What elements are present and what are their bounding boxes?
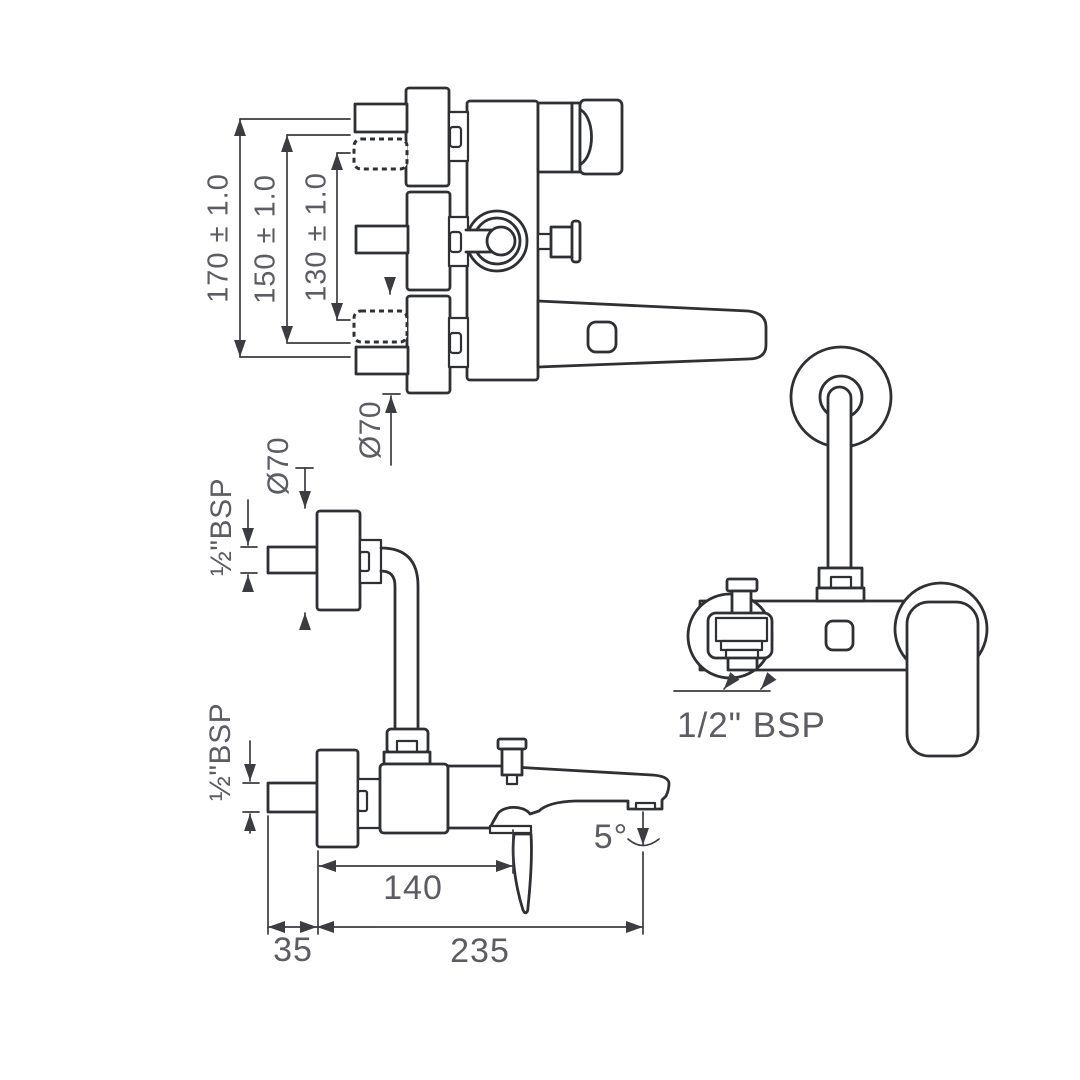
lower-adapter-notch [356, 789, 369, 813]
riser-connector-base [382, 750, 432, 766]
diverter-knob-top-view [536, 219, 582, 264]
top-view-dia70: Ø70 [354, 277, 401, 466]
upper-wall-connection [266, 509, 420, 731]
escutcheon-plate-bottom [405, 294, 452, 395]
spout-front-step2 [719, 639, 764, 652]
lever-handle-front-view [893, 581, 989, 758]
handle-lever-front [905, 600, 980, 758]
outlet-thread-dimension: 1/2" BSP [673, 672, 826, 745]
escutcheon-plate-top [404, 86, 451, 188]
lower-thread-dimension: ½"BSP [204, 703, 260, 834]
mixer-body-side-view [378, 762, 450, 835]
inlet-pipe-dashed-bottom [352, 309, 409, 344]
lower-thread-label: ½"BSP [204, 703, 237, 801]
diverter-stem-front [730, 589, 753, 617]
aerator-detail [634, 801, 657, 811]
upper-inlet-pipe [266, 545, 319, 575]
side-view-drawing: Ø70 ½"BSP ½"BSP 140 5° [204, 437, 671, 970]
top-view-dimensions: 170 ± 1.0 150 ± 1.0 130 ± 1.0 [203, 118, 351, 358]
upper-thread-label: ½"BSP [205, 478, 238, 576]
spout-front-step1 [714, 616, 769, 643]
lever-handle-top-view [536, 98, 624, 176]
upper-escutcheon [315, 509, 362, 612]
riser-pipe-inner [379, 569, 397, 731]
riser-front-view [789, 345, 893, 603]
handshower-outlet-stub [726, 656, 759, 672]
riser-pipe-front [826, 385, 853, 570]
diverter-knob-side-view [496, 737, 528, 786]
outlet-thread-label: 1/2" BSP [677, 706, 826, 745]
connector-bottom-notch [448, 331, 463, 355]
riser-pipe-outer [379, 546, 420, 731]
connector-middle-notch [448, 230, 463, 254]
dim-label-235: 235 [450, 932, 510, 970]
lever-blade-side-view [511, 832, 533, 915]
dia70-label-side-view: Ø70 [262, 437, 295, 495]
baseline-dimensions: 35 235 [267, 815, 644, 970]
inlet-pipe-dashed-top [352, 137, 409, 171]
riser-connector-front-base [815, 586, 866, 603]
dim-label-150: 150 ± 1.0 [250, 174, 282, 304]
dim-label-170: 170 ± 1.0 [203, 173, 235, 303]
lower-escutcheon [315, 748, 360, 849]
dim-label-35: 35 [273, 931, 313, 969]
dim-label-140: 140 [383, 869, 443, 907]
dia70-label-top-view: Ø70 [354, 401, 387, 459]
spout-front-view [686, 577, 774, 680]
connector-top-notch [448, 125, 463, 149]
lower-inlet-pipe [266, 781, 319, 814]
valve-base-plate [488, 824, 533, 835]
side-view-dia70: Ø70 [262, 437, 314, 630]
spout-angle-annotation: 5° [594, 811, 660, 856]
upper-adapter-notch [358, 550, 371, 573]
inlet-pipe-solid-top [353, 102, 409, 134]
diverter-cap-front [725, 577, 759, 593]
upper-thread-dimension: ½"BSP [205, 478, 258, 592]
top-view-drawing: 170 ± 1.0 150 ± 1.0 130 ± 1.0 Ø70 [203, 86, 768, 466]
escutcheon-plate-middle [405, 190, 452, 292]
front-view-drawing: 1/2" BSP [673, 345, 989, 758]
spout-top-view [536, 299, 768, 369]
lower-mixer-side-view [266, 727, 671, 915]
spout-hole [586, 320, 618, 354]
dim-label-130: 130 ± 1.0 [301, 172, 333, 302]
spout-side-view [446, 764, 671, 830]
riser-connector-front-notch [829, 575, 853, 590]
riser-connection-rings [464, 209, 529, 273]
inlet-pipe-solid-middle [354, 224, 410, 255]
dimension-140: 140 [318, 829, 514, 907]
angle-label-5deg: 5° [594, 818, 629, 856]
body-button-square [824, 619, 855, 652]
inlet-pipe-solid-bottom [354, 345, 410, 376]
